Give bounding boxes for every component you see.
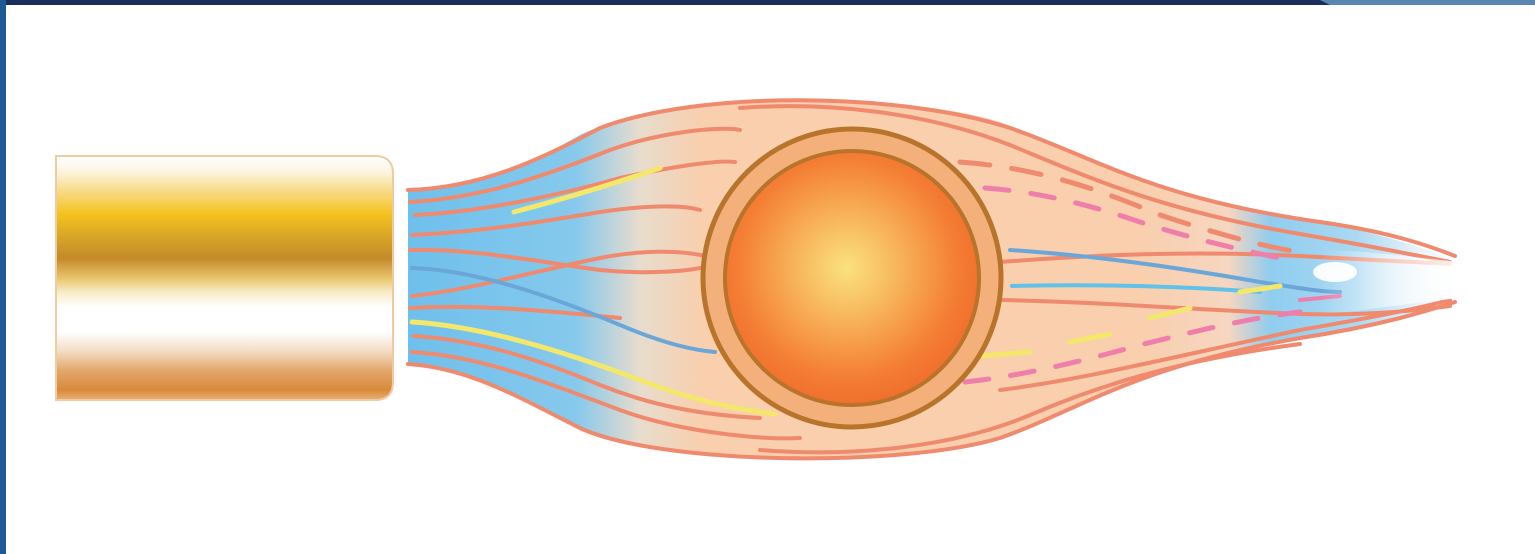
particle-core [725, 151, 979, 405]
frame-top-bar [0, 0, 1535, 5]
frame-corner-accent [1320, 0, 1535, 5]
nozzle-body [56, 156, 393, 400]
nozzle [56, 156, 393, 400]
frame-left-bar [0, 0, 6, 554]
wake-tail-highlight [1313, 262, 1357, 282]
particle [703, 129, 1001, 427]
